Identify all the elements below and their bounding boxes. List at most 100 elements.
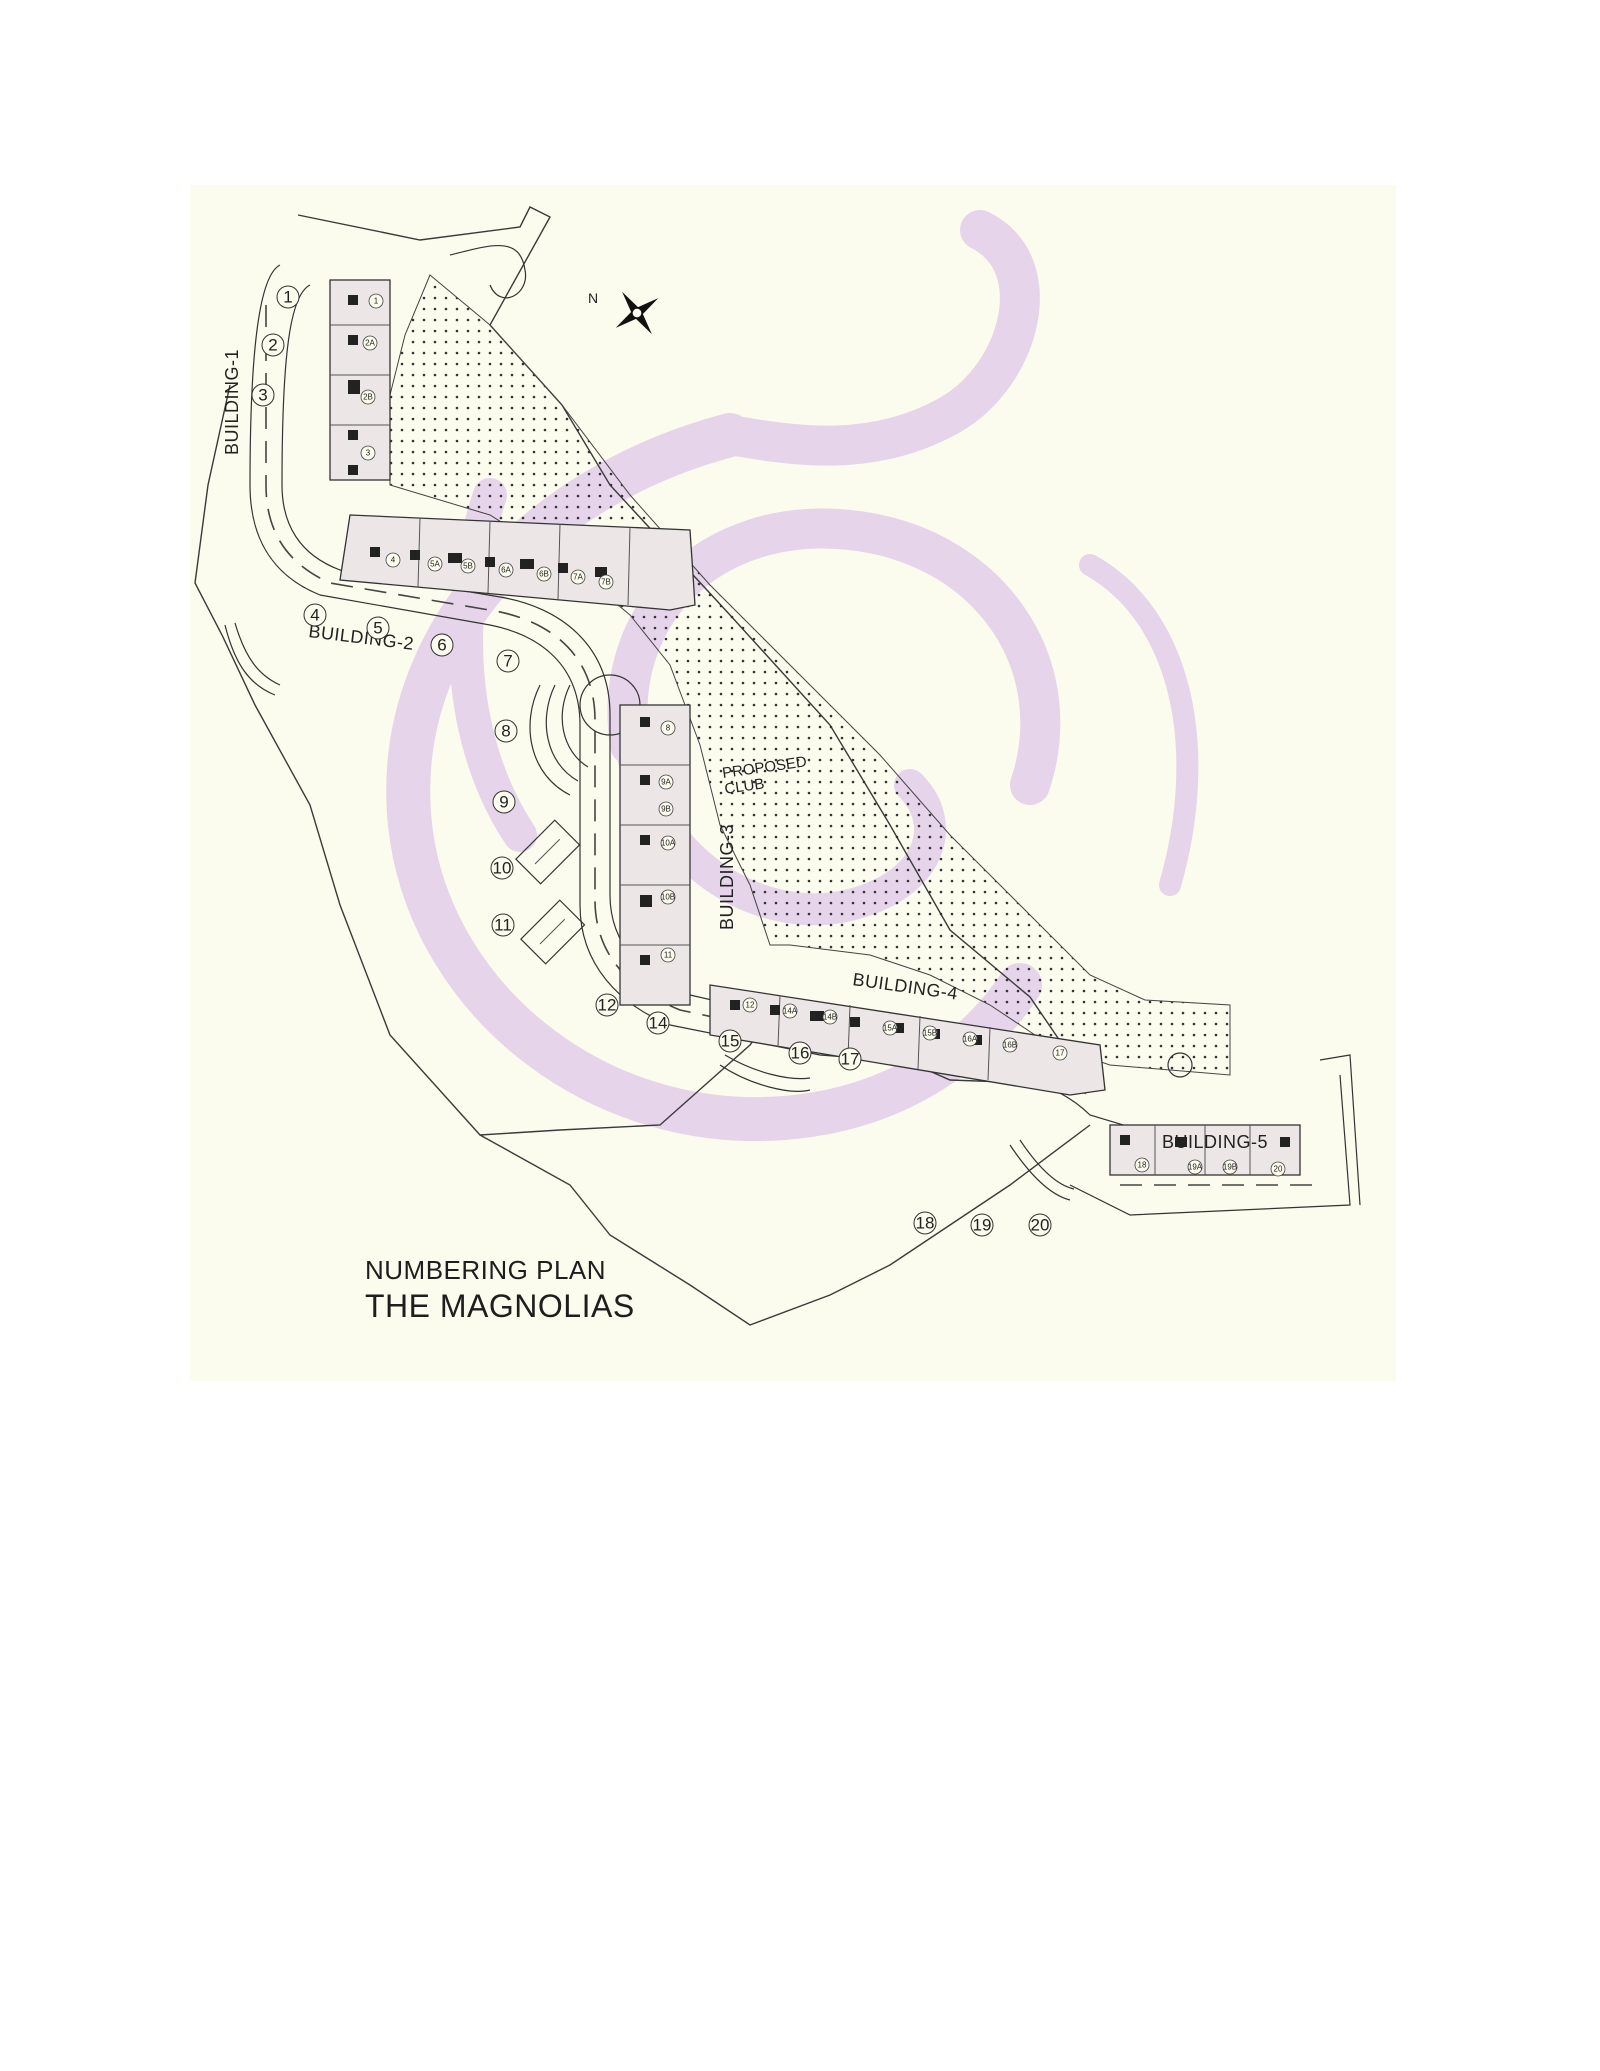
unit-number-16: 16	[788, 1041, 812, 1065]
unit-number-text: 17	[841, 1050, 860, 1069]
unit-number-19: 19	[970, 1213, 994, 1237]
sub-unit-10B: 10B	[660, 889, 676, 905]
unit-number-text: 7	[503, 652, 512, 671]
sub-unit-circle	[922, 1025, 938, 1041]
sub-unit-circle	[660, 947, 676, 963]
unit-number-text: 3	[258, 386, 267, 405]
sub-unit-10A: 10A	[660, 835, 676, 851]
plan-title-line1: NUMBERING PLAN	[365, 1255, 607, 1285]
building-2-label: BUILDING-2	[308, 621, 416, 654]
unit-number-8: 8	[494, 719, 518, 743]
amphitheater	[529, 684, 589, 796]
east-spur	[1319, 1054, 1361, 1206]
sub-unit-2B: 2B	[360, 389, 376, 405]
sub-unit-16B: 16B	[1002, 1037, 1018, 1053]
unit-number-10: 10	[490, 856, 514, 880]
sub-unit-circle	[1270, 1161, 1286, 1177]
sub-unit-circle	[1052, 1045, 1068, 1061]
sub-unit-circle	[427, 556, 443, 572]
sub-unit-text: 20	[1274, 1165, 1283, 1174]
site-plan-sheet: N BUILDING-1 BUILDING-2 BUILDING-3 BUILD…	[190, 185, 1396, 1381]
sub-unit-8: 8	[660, 720, 676, 736]
sub-unit-circle	[782, 1003, 798, 1019]
unit-number-4: 4	[303, 603, 327, 627]
sub-unit-6B: 6B	[536, 566, 552, 582]
unit-number-15: 15	[718, 1029, 742, 1053]
sub-unit-6A: 6A	[498, 562, 514, 578]
sub-unit-circle	[1134, 1157, 1150, 1173]
track-west	[224, 622, 281, 696]
sub-unit-15A: 15A	[882, 1020, 898, 1036]
unit-number-circle	[251, 383, 275, 407]
sub-unit-text: 4	[391, 556, 396, 565]
site-plan-map: N BUILDING-1 BUILDING-2 BUILDING-3 BUILD…	[194, 206, 1361, 1326]
sub-unit-text: 10A	[661, 839, 676, 848]
proposed-club-line2: CLUB	[723, 775, 765, 797]
unit-number-5: 5	[366, 616, 390, 640]
sub-unit-5B: 5B	[460, 558, 476, 574]
sub-unit-circle	[660, 720, 676, 736]
sub-unit-text: 5A	[430, 560, 440, 569]
sub-unit-circle	[385, 552, 401, 568]
tennis-court-1	[515, 819, 581, 885]
sub-unit-circle	[1222, 1159, 1238, 1175]
unit-number-3: 3	[251, 383, 275, 407]
sub-unit-text: 14A	[783, 1007, 798, 1016]
sub-unit-text: 7B	[601, 578, 611, 587]
sub-unit-text: 2B	[363, 393, 373, 402]
unit-number-circle	[788, 1041, 812, 1065]
sub-unit-text: 14B	[823, 1013, 837, 1022]
unit-number-text: 15	[721, 1032, 740, 1051]
plan-title: NUMBERING PLAN THE MAGNOLIAS	[365, 1255, 635, 1325]
unit-number-circle	[491, 913, 515, 937]
sub-unit-11: 11	[660, 947, 676, 963]
unit-number-text: 20	[1031, 1216, 1050, 1235]
unit-number-text: 19	[973, 1216, 992, 1235]
sub-unit-text: 15A	[883, 1024, 898, 1033]
sub-unit-circle	[536, 566, 552, 582]
building-5-label: BUILDING-5	[1162, 1132, 1268, 1152]
sub-unit-7B: 7B	[598, 574, 614, 590]
sub-unit-5A: 5A	[427, 556, 443, 572]
sub-unit-text: 9A	[661, 778, 671, 787]
sub-unit-circle	[660, 835, 676, 851]
unit-number-1: 1	[276, 285, 300, 309]
north-arrow-icon	[615, 291, 659, 335]
sub-unit-9A: 9A	[658, 774, 674, 790]
open-space-hatched	[389, 274, 1231, 1076]
sub-unit-text: 5B	[463, 562, 473, 571]
unit-number-text: 11	[494, 916, 512, 935]
track-south	[719, 1054, 811, 1092]
track-east	[1009, 1139, 1075, 1201]
unit-number-circle	[1028, 1213, 1052, 1237]
sub-unit-text: 16A	[963, 1035, 978, 1044]
sub-unit-3: 3	[360, 445, 376, 461]
unit-number-text: 6	[437, 636, 446, 655]
sub-unit-14A: 14A	[782, 1003, 798, 1019]
unit-number-circle	[496, 649, 520, 673]
unit-number-9: 9	[492, 790, 516, 814]
sub-unit-text: 10B	[661, 893, 675, 902]
sub-unit-circle	[360, 389, 376, 405]
unit-number-12: 12	[595, 993, 619, 1017]
building-3-footprint	[619, 704, 691, 1006]
sub-unit-14B: 14B	[822, 1009, 838, 1025]
unit-number-text: 14	[649, 1014, 668, 1033]
unit-number-circle	[646, 1011, 670, 1035]
sub-unit-circle	[360, 445, 376, 461]
unit-number-circle	[303, 603, 327, 627]
unit-number-11: 11	[491, 913, 515, 937]
unit-number-text: 1	[283, 288, 292, 307]
north-label: N	[588, 290, 598, 306]
sub-unit-20: 20	[1270, 1161, 1286, 1177]
unit-number-circle	[492, 790, 516, 814]
sub-unit-text: 19B	[1223, 1163, 1237, 1172]
sub-unit-text: 7A	[573, 573, 583, 582]
sub-unit-1: 1	[368, 293, 384, 309]
sub-unit-circle	[742, 997, 758, 1013]
unit-number-2: 2	[261, 333, 285, 357]
unit-number-14: 14	[646, 1011, 670, 1035]
unit-number-text: 8	[501, 722, 510, 741]
unit-number-text: 2	[268, 336, 277, 355]
building5-drive	[1069, 1074, 1351, 1216]
